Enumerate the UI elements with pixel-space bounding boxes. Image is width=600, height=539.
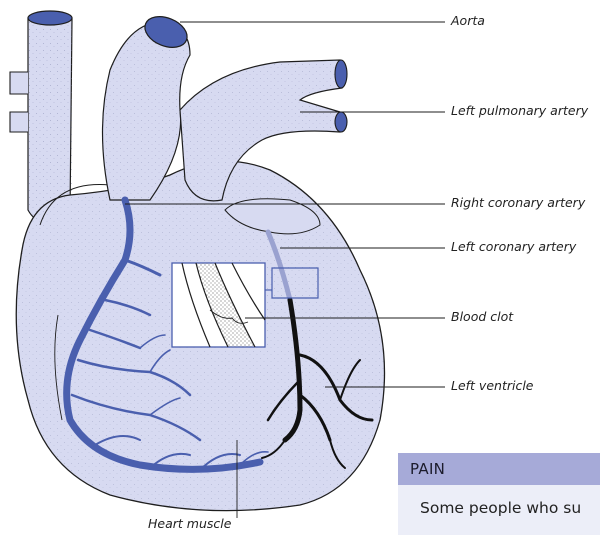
vena-cava <box>10 11 72 222</box>
pain-box-title: PAIN <box>398 453 600 485</box>
pain-info-box: PAIN Some people who su <box>398 453 600 535</box>
label-left-coronary-artery: Left coronary artery <box>451 239 576 254</box>
label-left-ventricle: Left ventricle <box>451 378 534 393</box>
label-heart-muscle: Heart muscle <box>148 516 231 531</box>
pain-box-text: Some people who su <box>398 485 600 535</box>
label-blood-clot: Blood clot <box>451 309 513 324</box>
label-aorta: Aorta <box>451 13 485 28</box>
pulmonary-opening-lower <box>335 112 347 132</box>
pulmonary-opening-upper <box>335 60 347 88</box>
label-left-pulmonary-artery: Left pulmonary artery <box>451 103 588 118</box>
vena-cava-opening <box>28 11 72 25</box>
label-right-coronary-artery: Right coronary artery <box>451 195 585 210</box>
